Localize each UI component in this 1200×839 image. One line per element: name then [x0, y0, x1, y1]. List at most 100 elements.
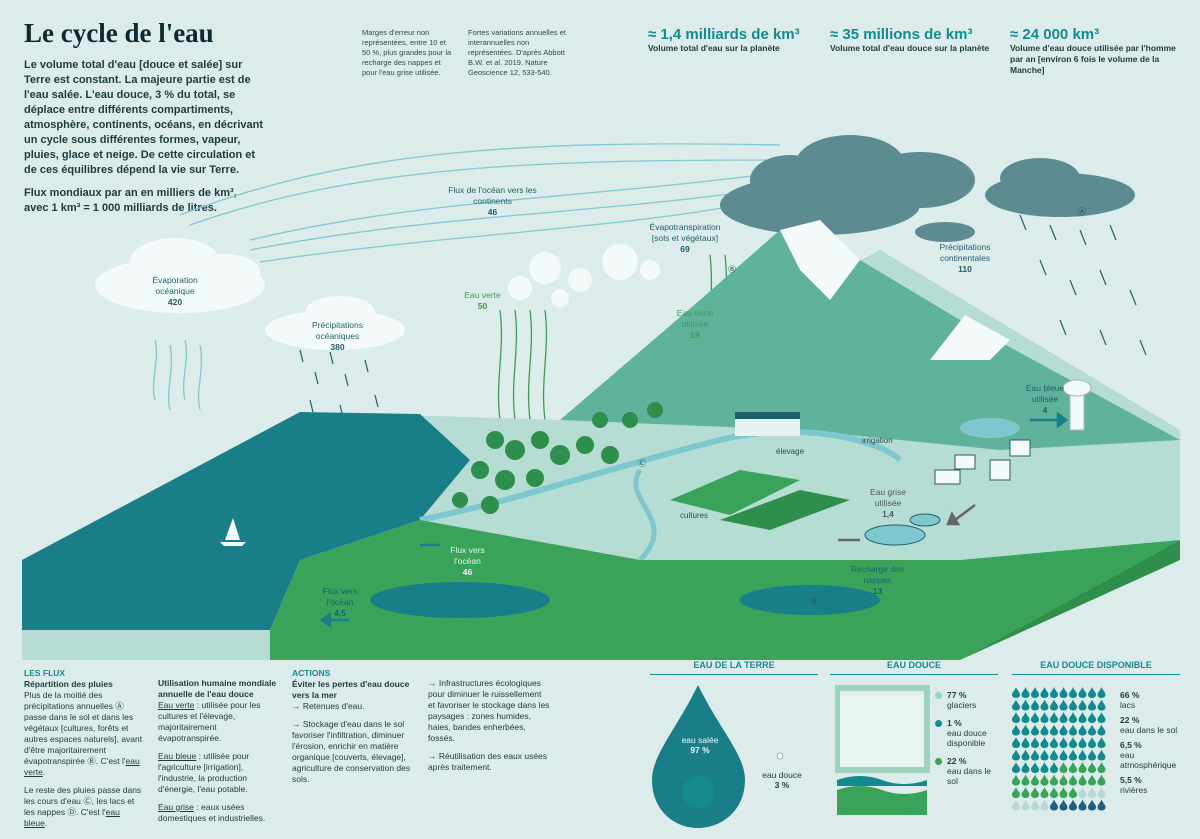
- water-drop: [1078, 799, 1087, 811]
- water-drop: [1021, 774, 1030, 786]
- water-drop: [1040, 749, 1049, 761]
- legend-swatch: [935, 720, 942, 727]
- flow-value: 46: [462, 567, 473, 577]
- water-drop: [1012, 724, 1020, 736]
- flow-precip-continental: Précipitations continentales 110: [920, 242, 1010, 275]
- water-drop: [1088, 712, 1096, 723]
- water-drop: [1050, 749, 1058, 761]
- water-drop: [1040, 799, 1049, 811]
- water-drop: [1097, 737, 1106, 748]
- water-drop: [1069, 762, 1077, 773]
- water-drop: [1059, 799, 1068, 811]
- flow-arrows: [319, 411, 1069, 629]
- usage-verte: Eau verte : utilisée pour les cultures e…: [158, 700, 278, 744]
- flux-text-2-para: Le reste des pluies passe dans les cours…: [24, 785, 142, 828]
- forest: [452, 402, 663, 514]
- flow-grey-used: Eau grise utilisée 1,4: [863, 487, 913, 520]
- water-drop: [1031, 687, 1039, 698]
- section-heading: ACTIONS: [292, 668, 331, 678]
- water-drop: [1050, 762, 1058, 773]
- ocean-to-land-flow-lines: [179, 143, 781, 263]
- water-drop: [1021, 687, 1030, 698]
- water-drop: [1059, 724, 1068, 736]
- aquifer-left: [370, 582, 550, 618]
- water-drop: [1059, 787, 1068, 798]
- legend-rivers: 5,5 % rivières: [1120, 775, 1190, 795]
- flow-label: Évapotranspiration [sols et végétaux]: [649, 222, 721, 243]
- stat-total: ≈ 1,4 milliards de km³ Volume total d'ea…: [648, 26, 818, 54]
- action-item: → Retenues d'eau.: [292, 701, 365, 711]
- label-irrigation: irrigation: [862, 436, 893, 445]
- water-drop: [1031, 699, 1039, 711]
- flow-label: Recharge des nappes: [851, 564, 904, 585]
- water-drop: [1031, 749, 1039, 761]
- flow-value: 46: [487, 207, 498, 217]
- water-drop: [1088, 724, 1096, 736]
- farm-roof: [735, 412, 800, 419]
- intro-paragraph: Le volume total d'eau [douce et salée] s…: [24, 59, 264, 176]
- water-drop: [1069, 774, 1077, 786]
- flow-green-water: Eau verte 50: [455, 290, 510, 312]
- usage-grise-title: Eau grise: [158, 802, 194, 812]
- ocean-surface: [22, 412, 470, 630]
- water-tower-tank: [1062, 379, 1092, 397]
- water-drop: [1078, 762, 1087, 773]
- legend-label: eau dans le sol: [947, 766, 991, 786]
- water-drop: [1069, 699, 1077, 711]
- crop-fields: [670, 470, 850, 530]
- flow-label: Eau grise utilisée: [870, 487, 906, 508]
- legend-pct: 22 %: [1120, 715, 1140, 725]
- stat-value: ≈ 24 000 km³: [1010, 26, 1100, 43]
- water-drop: [1040, 712, 1049, 723]
- water-drop: [1088, 699, 1096, 711]
- flow-label: Eau verte: [464, 290, 501, 300]
- block-side: [960, 540, 1180, 660]
- marker-c: Ⓒ: [638, 459, 646, 468]
- water-drop: [1069, 737, 1077, 748]
- water-drop: [1078, 737, 1087, 748]
- legend-label: eau atmosphérique: [1120, 750, 1177, 770]
- flow-to-ocean-main: Flux vers l'océan 46: [440, 545, 495, 578]
- water-drop: [1097, 712, 1106, 723]
- salt-water-pct: 97 %: [690, 745, 710, 755]
- usage-bleue: Eau bleue : utilisée pour l'agriculture …: [158, 751, 278, 795]
- eau-dispo-heading: EAU DOUCE DISPONIBLE: [1012, 660, 1180, 675]
- water-drop: [1040, 699, 1049, 711]
- water-drop: [1031, 712, 1039, 723]
- water-drop: [1088, 737, 1096, 748]
- flow-value: 380: [330, 342, 345, 352]
- legend-pct: 77 %: [947, 690, 967, 700]
- legend-pct: 66 %: [1120, 690, 1140, 700]
- usage-verte-text: : utilisée pour les cultures et l'élevag…: [158, 700, 261, 743]
- water-drop: [1050, 737, 1058, 748]
- flow-blue-used: Eau bleue utilisée 4: [1020, 383, 1070, 416]
- flow-value: 69: [680, 244, 690, 254]
- water-drop: [1021, 724, 1030, 736]
- drops-grid: [1012, 687, 1106, 811]
- eau-terre-heading: EAU DE LA TERRE: [650, 660, 818, 675]
- flow-value: 19: [690, 330, 700, 340]
- water-drop: [1097, 799, 1106, 811]
- water-drop: [1040, 687, 1049, 698]
- water-drop: [1050, 687, 1058, 698]
- legend-lakes: 66 % lacs: [1120, 690, 1190, 710]
- eau-verte-link: eau verte: [24, 756, 140, 777]
- water-drop: [1059, 762, 1068, 773]
- sailboat: [220, 518, 246, 546]
- flow-label: Précipitations océaniques: [311, 320, 364, 341]
- water-drop: [1078, 787, 1087, 798]
- farm-building: [735, 418, 800, 436]
- water-drop: [1059, 699, 1068, 711]
- legend-label: lacs: [1120, 700, 1136, 710]
- water-drop: [1088, 749, 1096, 761]
- water-drop: [1031, 799, 1039, 811]
- legend-swatch: [935, 692, 942, 699]
- water-drop: [1021, 699, 1030, 711]
- water-cycle-illustration: [22, 135, 1180, 660]
- actions-column-2: → Infrastructures écologiques pour dimin…: [428, 678, 550, 780]
- water-drop: [1012, 787, 1020, 798]
- water-drop: [1021, 787, 1030, 798]
- water-drop: [1078, 687, 1087, 698]
- flux-text: Plus de la moitié des précipitations ann…: [24, 690, 143, 777]
- water-drop: [1059, 749, 1068, 761]
